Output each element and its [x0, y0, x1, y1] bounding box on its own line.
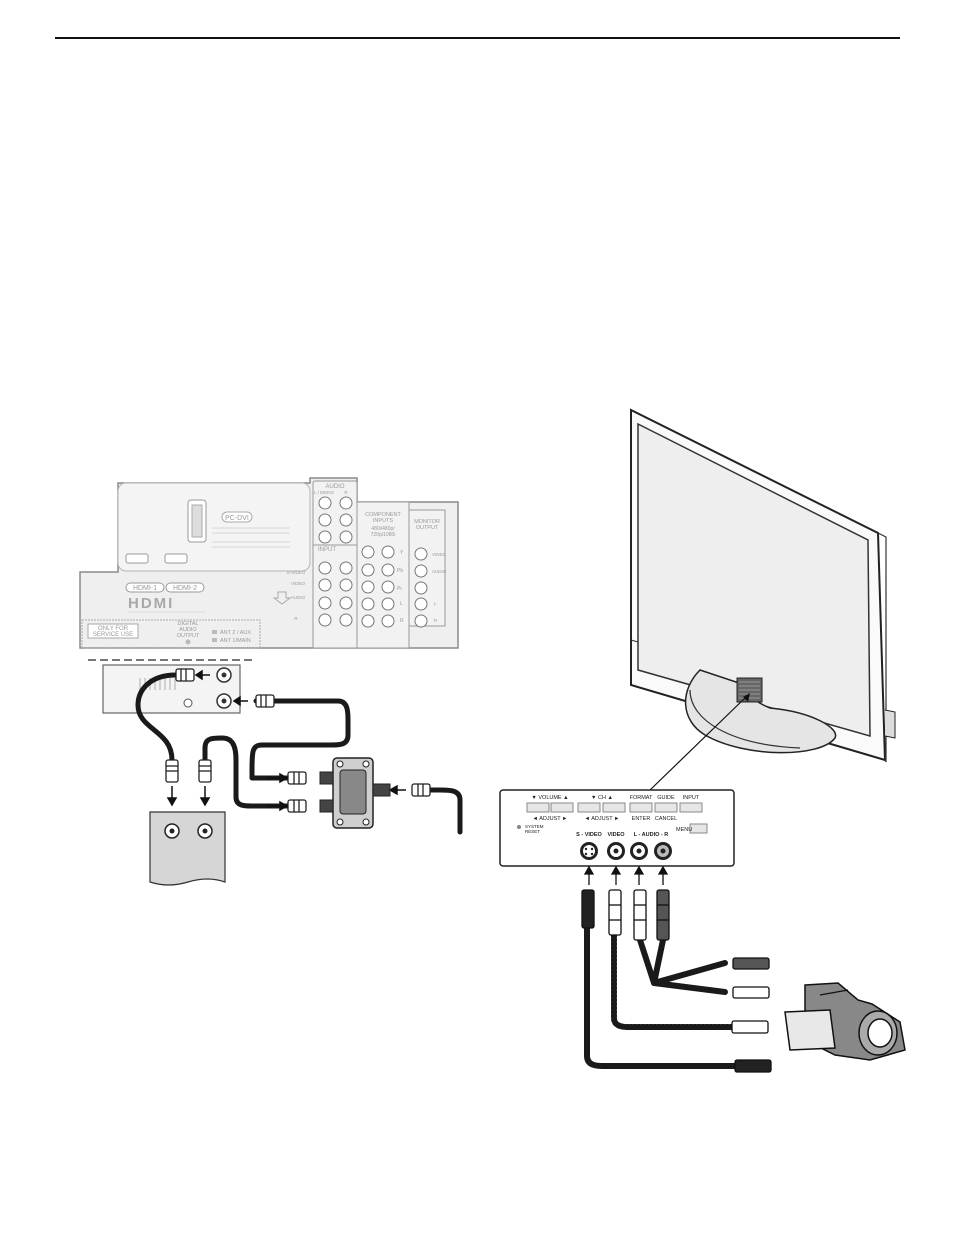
cable-box	[88, 659, 255, 714]
component-inputs-label-2: INPUTS	[373, 518, 394, 524]
service-only-label: ONLY FOR	[98, 626, 129, 632]
r-label: R	[400, 618, 404, 624]
audio-r-jack	[654, 842, 672, 860]
enter-label: ENTER	[632, 816, 651, 822]
wall-antenna-plate	[149, 811, 226, 886]
coax-cables	[135, 672, 463, 835]
monitor-output-label-2: OUTPUT	[416, 525, 439, 531]
mo-r-label: R	[434, 618, 438, 623]
l-audio-r-label: L - AUDIO - R	[634, 832, 669, 838]
s-video-label: S - VIDEO	[576, 832, 602, 838]
audio-l-label: AUDIO	[291, 595, 306, 600]
monitor-output-jacks	[414, 547, 428, 628]
audio-l-jack	[630, 842, 648, 860]
menu-label: MENU	[676, 827, 692, 833]
channel-up-button[interactable]	[602, 802, 626, 813]
menu-button[interactable]	[689, 823, 708, 834]
av-plugs	[581, 889, 772, 1073]
callout-line	[649, 697, 746, 791]
input-label: INPUT	[318, 547, 336, 553]
system-reset-label-2: RESET	[525, 829, 540, 834]
av-cables	[584, 922, 738, 1069]
side-control-panel: ▼ VOLUME ▲ ▼ CH ▲ FORMAT GUIDE INPUT ◄ A…	[499, 789, 735, 867]
audio-label: AUDIO	[325, 484, 344, 490]
digital-audio-port	[185, 639, 191, 645]
cancel-label: CANCEL	[655, 816, 677, 822]
camcorder	[784, 982, 906, 1061]
component-jacks	[361, 545, 395, 628]
hdmi-2-label: HDMI-2	[173, 585, 197, 592]
volume-up-button[interactable]	[550, 802, 574, 813]
video-jack	[607, 842, 625, 860]
video-jack-label: VIDEO	[607, 832, 625, 838]
audio-r2-label: R	[294, 616, 298, 621]
ch-label: ▼ CH ▲	[591, 795, 613, 801]
mo-video-label: VIDEO	[432, 552, 447, 557]
pr-label: Pr	[397, 586, 402, 592]
connection-arrows-left	[166, 669, 406, 812]
y-label: Y	[400, 550, 404, 556]
monitor-output-label: MONITOR	[414, 519, 440, 525]
flat-panel-monitor	[630, 408, 896, 763]
digital-audio-label-2: AUDIO	[179, 627, 197, 633]
pc-dvi-label: PC-DVI	[225, 515, 249, 522]
mo-l-label: L	[434, 601, 437, 606]
audio-jacks	[318, 496, 353, 544]
audio-l-mono-label: L / MONO	[314, 490, 335, 495]
audio-r-label: R	[344, 490, 348, 495]
connection-arrows-right	[583, 865, 669, 885]
hdmi-1-port	[125, 553, 149, 564]
volume-label: ▼ VOLUME ▲	[531, 795, 568, 801]
input-button-label: INPUT	[683, 795, 700, 801]
guide-button[interactable]	[654, 802, 678, 813]
format-button[interactable]	[629, 802, 653, 813]
ant-1-main-label: ANT 1/MAIN	[220, 638, 251, 644]
component-formats-label: 480i/480p/	[371, 526, 395, 532]
volume-down-button[interactable]	[526, 802, 550, 813]
service-use-label: SERVICE USE	[93, 632, 133, 638]
ant-2-aux-label: ANT 2 / AUX	[220, 630, 251, 636]
input-button[interactable]	[679, 802, 703, 813]
format-label: FORMAT	[630, 795, 653, 801]
channel-down-button[interactable]	[577, 802, 601, 813]
l-mono-label: L	[400, 601, 403, 607]
digital-audio-label-3: OUTPUT	[177, 633, 200, 639]
adjust-left-label: ◄ ADJUST ►	[533, 816, 568, 822]
video-label: VIDEO	[291, 581, 306, 586]
hdmi-logo: HDMI	[128, 595, 174, 612]
adjust-right-label: ◄ ADJUST ►	[585, 816, 620, 822]
mo-audio-label: AUDIO	[432, 569, 447, 574]
hdmi-2-port	[164, 553, 188, 564]
guide-label: GUIDE	[657, 795, 675, 801]
input-jacks	[318, 561, 353, 627]
hdmi-1-label: HDMI-1	[133, 585, 157, 592]
digital-audio-label: DIGITAL	[178, 621, 199, 627]
s-video-jack	[580, 842, 598, 860]
pb-label: Pb	[397, 568, 403, 574]
svideo-label: S-VIDEO	[287, 570, 306, 575]
system-reset-button[interactable]	[517, 825, 521, 829]
component-inputs-label: COMPONENT	[365, 512, 401, 518]
tv-rear-panel: PC-DVI HDMI-1 HDMI-2 HDMI ONLY FOR SERVI…	[79, 477, 459, 649]
system-reset-label: SYSTEM	[525, 824, 544, 829]
pc-dvi-port	[187, 499, 207, 543]
component-formats-label-2: 720p/1080i	[371, 532, 396, 538]
signal-splitter	[319, 757, 391, 829]
